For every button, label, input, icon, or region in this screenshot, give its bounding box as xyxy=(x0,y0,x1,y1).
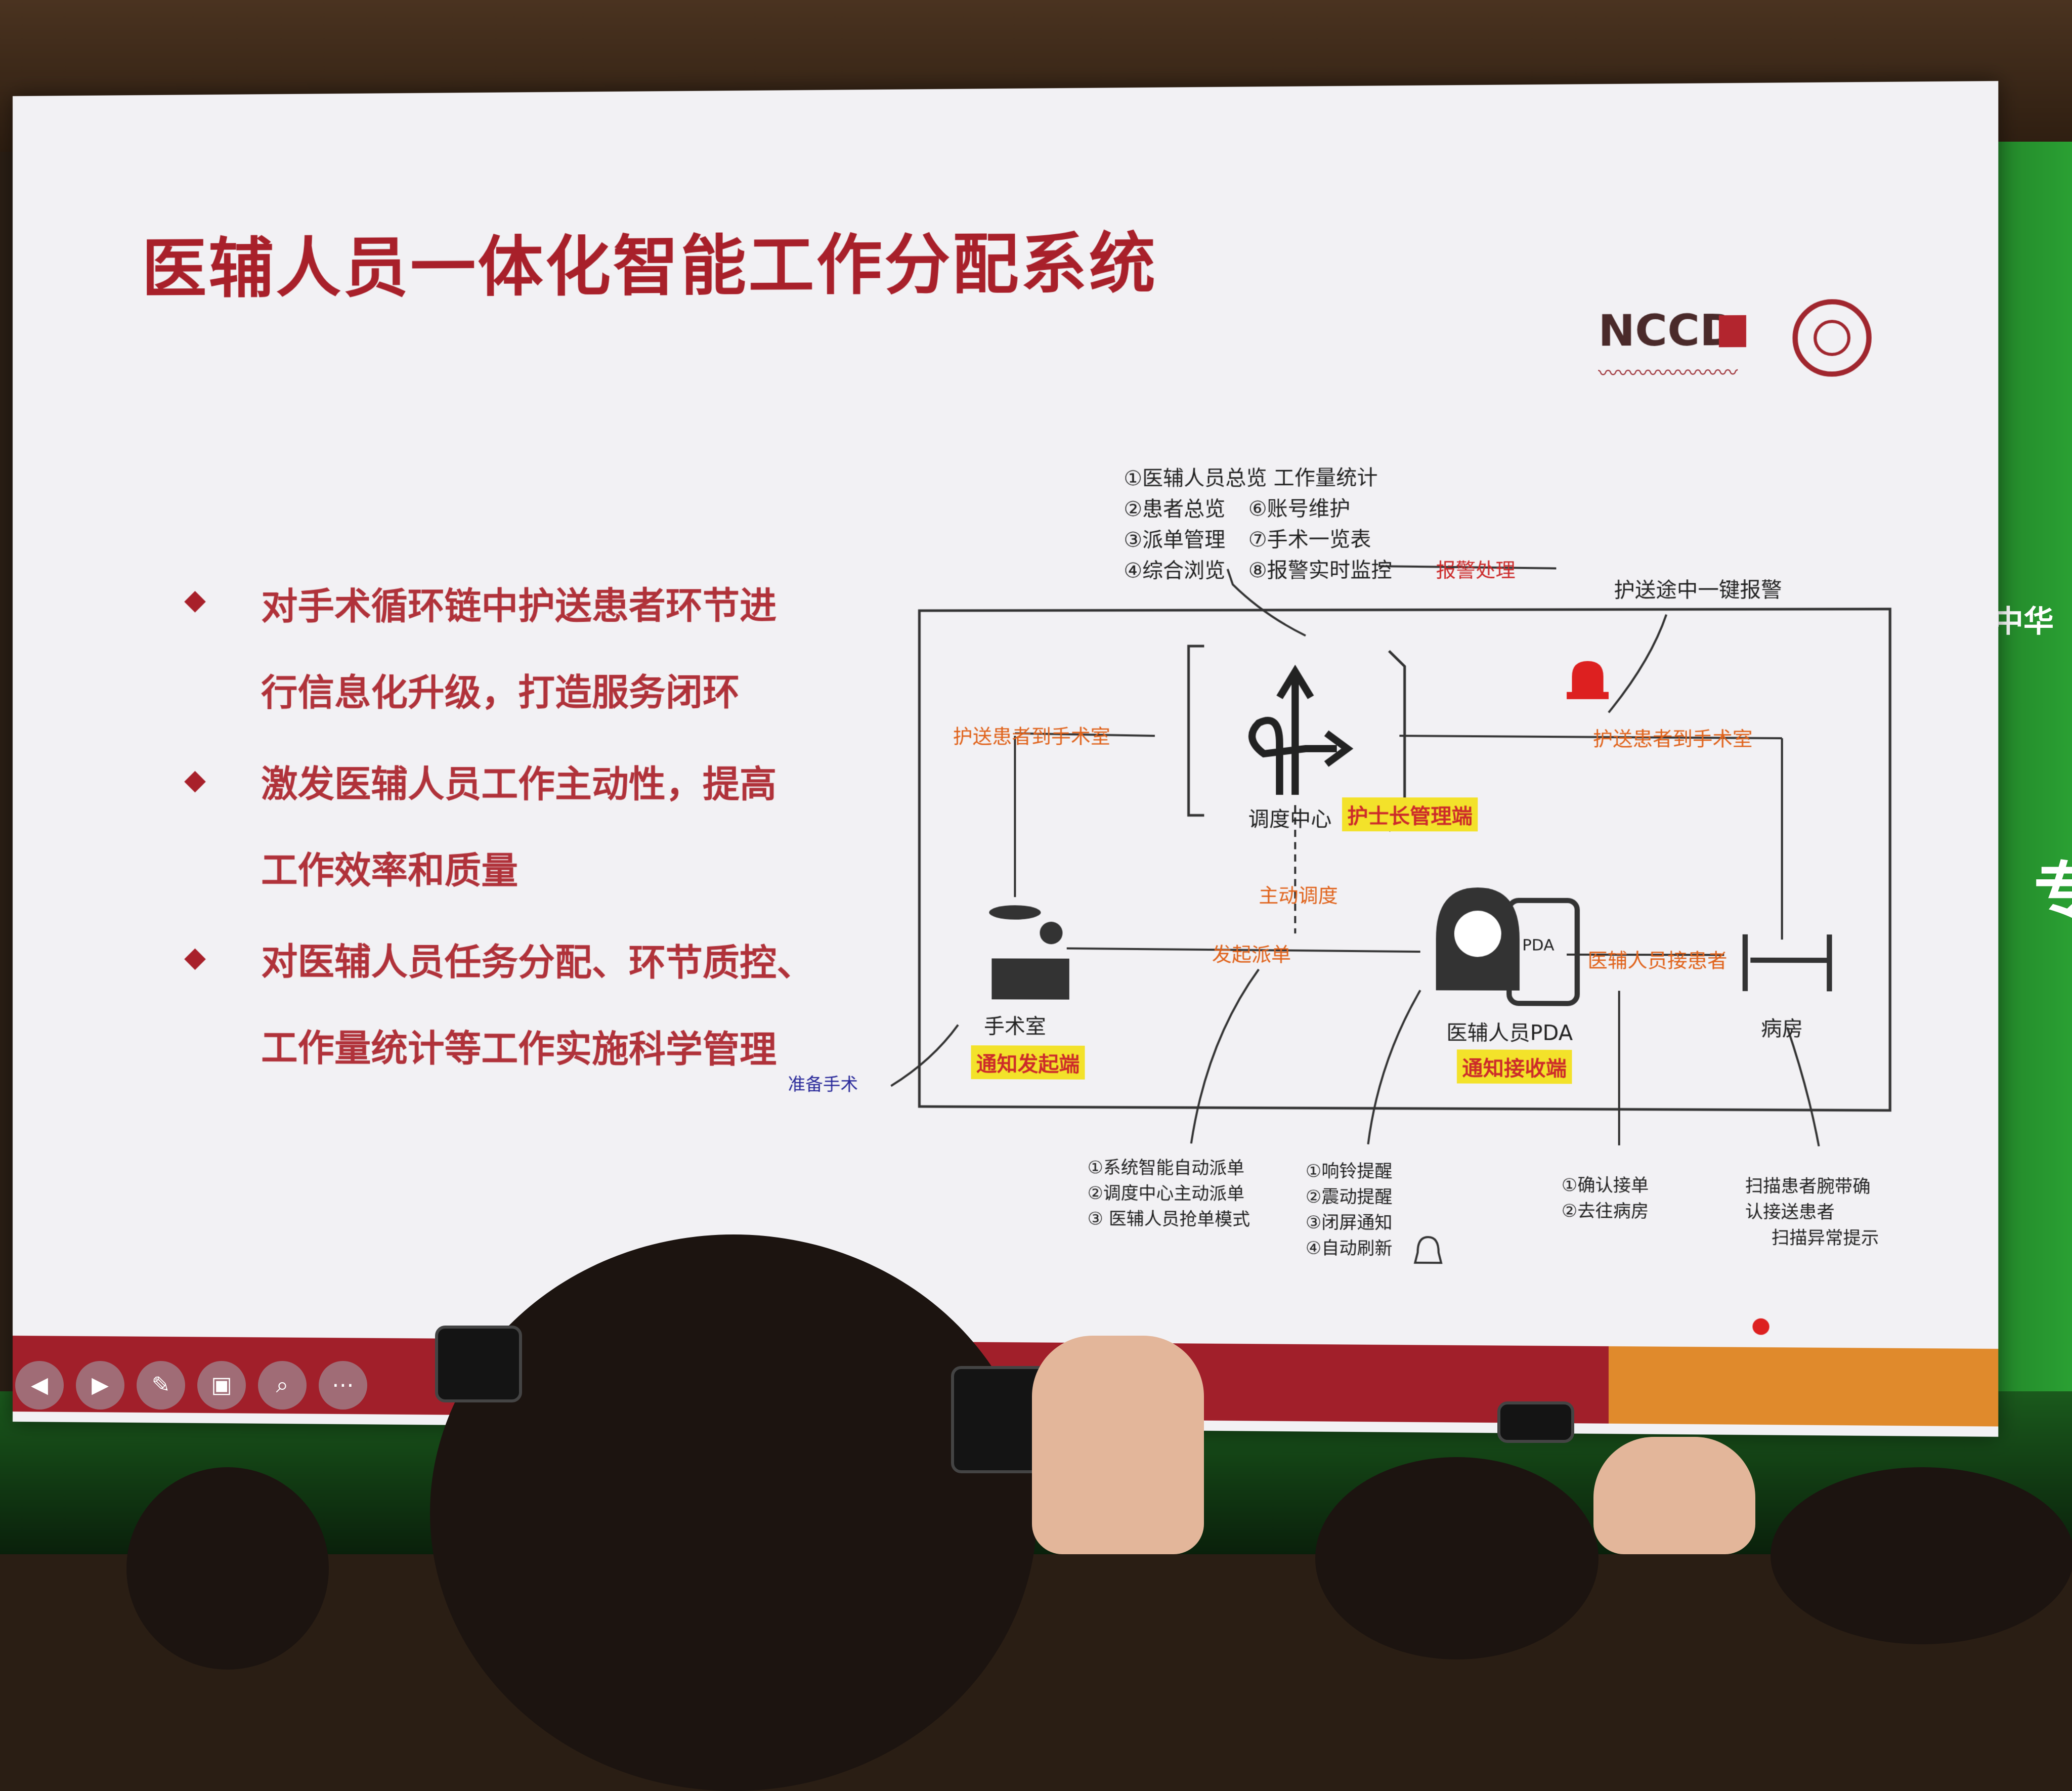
audience-hand xyxy=(1593,1437,1755,1554)
top-list-item-8: ⑧报警实时监控 xyxy=(1248,558,1392,583)
notify-list-item-3: ③闭屏通知 xyxy=(1305,1212,1393,1233)
slide-footer-accent xyxy=(1609,1346,1999,1427)
notify-list-item-4: ④自动刷新 xyxy=(1305,1238,1393,1259)
pen-icon[interactable]: ✎ xyxy=(137,1361,185,1410)
screen-icon[interactable]: ▣ xyxy=(197,1361,246,1410)
projection-screen: 医辅人员一体化智能工作分配系统 NCCD 〰〰〰〰〰〰〰 对手术循环链中护送患者… xyxy=(13,81,1999,1437)
audience-phone xyxy=(435,1326,522,1402)
dispatch-list-item-3: ③ 医辅人员抢单模式 xyxy=(1087,1208,1250,1230)
zoom-icon[interactable]: ⌕ xyxy=(258,1361,307,1410)
next-icon[interactable]: ▶ xyxy=(76,1361,124,1410)
prepare-surgery-label: 准备手术 xyxy=(788,1074,858,1095)
notify-list-item-1: ①响铃提醒 xyxy=(1305,1161,1393,1182)
top-list-item-3: ③派单管理 xyxy=(1124,528,1226,552)
initiate-dispatch-label: 发起派单 xyxy=(1212,943,1291,966)
audience-head xyxy=(126,1467,329,1670)
operating-room-label: 手术室 xyxy=(984,1014,1046,1039)
prev-icon[interactable]: ◀ xyxy=(15,1361,64,1410)
pda-screen-label: PDA xyxy=(1522,936,1555,955)
top-list-item-4: ④综合浏览 xyxy=(1124,559,1226,583)
escort-to-or-left-label: 护送患者到手术室 xyxy=(953,725,1110,748)
notify-list-item-2: ②震动提醒 xyxy=(1305,1186,1393,1208)
escort-to-or-right-label: 护送患者到手术室 xyxy=(1592,727,1753,750)
dispatch-list-item-1: ①系统智能自动派单 xyxy=(1087,1157,1245,1179)
workflow-diagram xyxy=(13,81,1998,1335)
confirm-list-item-1: ①确认接单 xyxy=(1561,1175,1649,1196)
notify-initiator-tag: 通知发起端 xyxy=(971,1045,1085,1080)
top-list-item-6: ⑥账号维护 xyxy=(1248,497,1351,521)
audience-hand xyxy=(1032,1336,1204,1554)
backdrop-text-2: 专 xyxy=(2034,855,2072,931)
ward-label: 病房 xyxy=(1761,1017,1803,1041)
staff-pick-patient-label: 医辅人员接患者 xyxy=(1587,949,1728,972)
active-dispatch-label: 主动调度 xyxy=(1259,884,1338,907)
top-list-item-7: ⑦手术一览表 xyxy=(1248,527,1371,552)
scan-list-item-1: 扫描患者腕带确 xyxy=(1745,1176,1871,1198)
scan-list-item-2: 认接送患者 xyxy=(1745,1202,1835,1223)
top-list-item-2: ②患者总览 xyxy=(1124,497,1226,522)
dispatch-center-label: 调度中心 xyxy=(1248,807,1332,832)
more-icon[interactable]: ⋯ xyxy=(319,1361,367,1410)
scan-list-item-3: 扫描异常提示 xyxy=(1771,1227,1879,1249)
audience-head xyxy=(1315,1457,1599,1659)
audience-head xyxy=(1771,1467,2072,1644)
dispatch-list-item-2: ②调度中心主动派单 xyxy=(1087,1183,1245,1205)
alarm-handling-label: 报警处理 xyxy=(1436,559,1516,582)
top-list-item-1: ①医辅人员总览 工作量统计 xyxy=(1124,466,1378,491)
audience-head xyxy=(430,1234,1037,1791)
staff-pda-label: 医辅人员PDA xyxy=(1446,1021,1573,1045)
one-key-alarm-label: 护送途中一键报警 xyxy=(1614,578,1782,603)
head-nurse-tag: 护士长管理端 xyxy=(1342,797,1478,832)
backdrop-text-1: 中华 xyxy=(1993,604,2054,639)
confirm-list-item-2: ②去往病房 xyxy=(1561,1201,1649,1222)
audience-phone xyxy=(1497,1401,1574,1443)
notify-receiver-tag: 通知接收端 xyxy=(1456,1049,1572,1084)
